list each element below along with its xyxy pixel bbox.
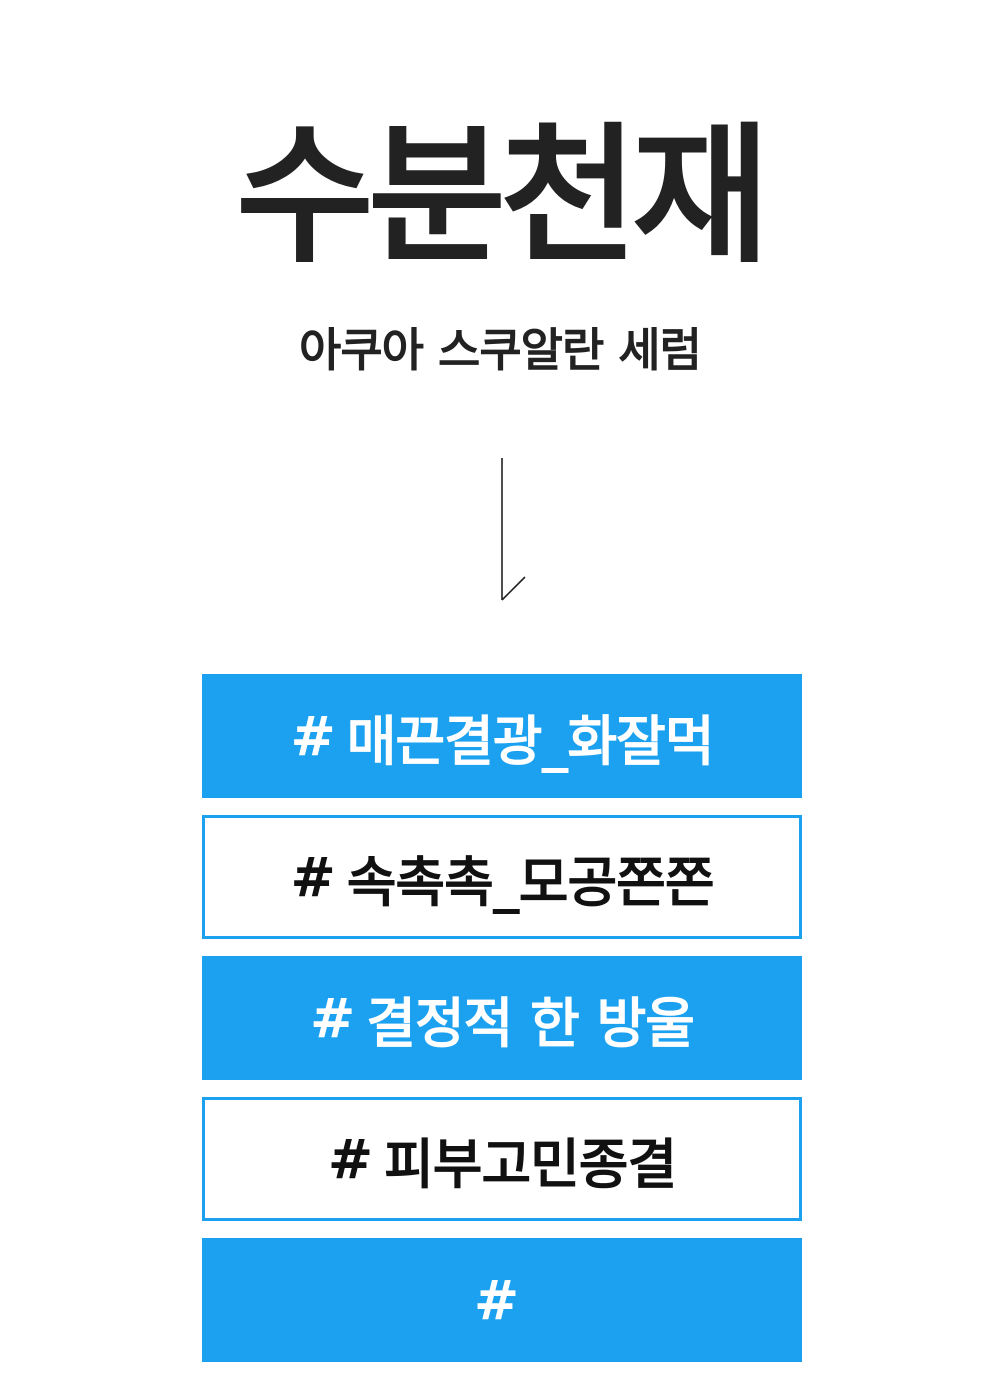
hashtag-label: 결정적 한 방울 <box>366 991 695 1055</box>
hashtag-list: # 매끈결광_화잘먹 # 속촉촉_모공쫀쫀 # 결정적 한 방울 # 피부고민종… <box>202 674 802 1379</box>
hashtag-label: 피부고민종결 <box>384 1132 677 1196</box>
hash-symbol: # <box>290 845 335 909</box>
hashtag-item: # <box>202 1238 802 1362</box>
hashtag-item: # 결정적 한 방울 <box>202 956 802 1080</box>
product-title: 수분천재 <box>235 110 770 284</box>
hash-symbol: # <box>473 1268 519 1332</box>
hash-symbol: # <box>327 1127 373 1191</box>
hash-symbol: # <box>290 704 335 768</box>
hashtag-item: # 매끈결광_화잘먹 <box>202 674 802 798</box>
down-arrow-icon <box>501 458 526 601</box>
product-subtitle: 아쿠아 스쿠알란 세럼 <box>299 323 702 377</box>
hash-symbol: # <box>310 986 355 1050</box>
hashtag-label: 속촉촉_모공쫀쫀 <box>346 850 715 914</box>
hashtag-label: 매끈결광_화잘먹 <box>346 709 715 773</box>
hashtag-item: # 피부고민종결 <box>202 1097 802 1221</box>
hashtag-item: # 속촉촉_모공쫀쫀 <box>202 815 802 939</box>
